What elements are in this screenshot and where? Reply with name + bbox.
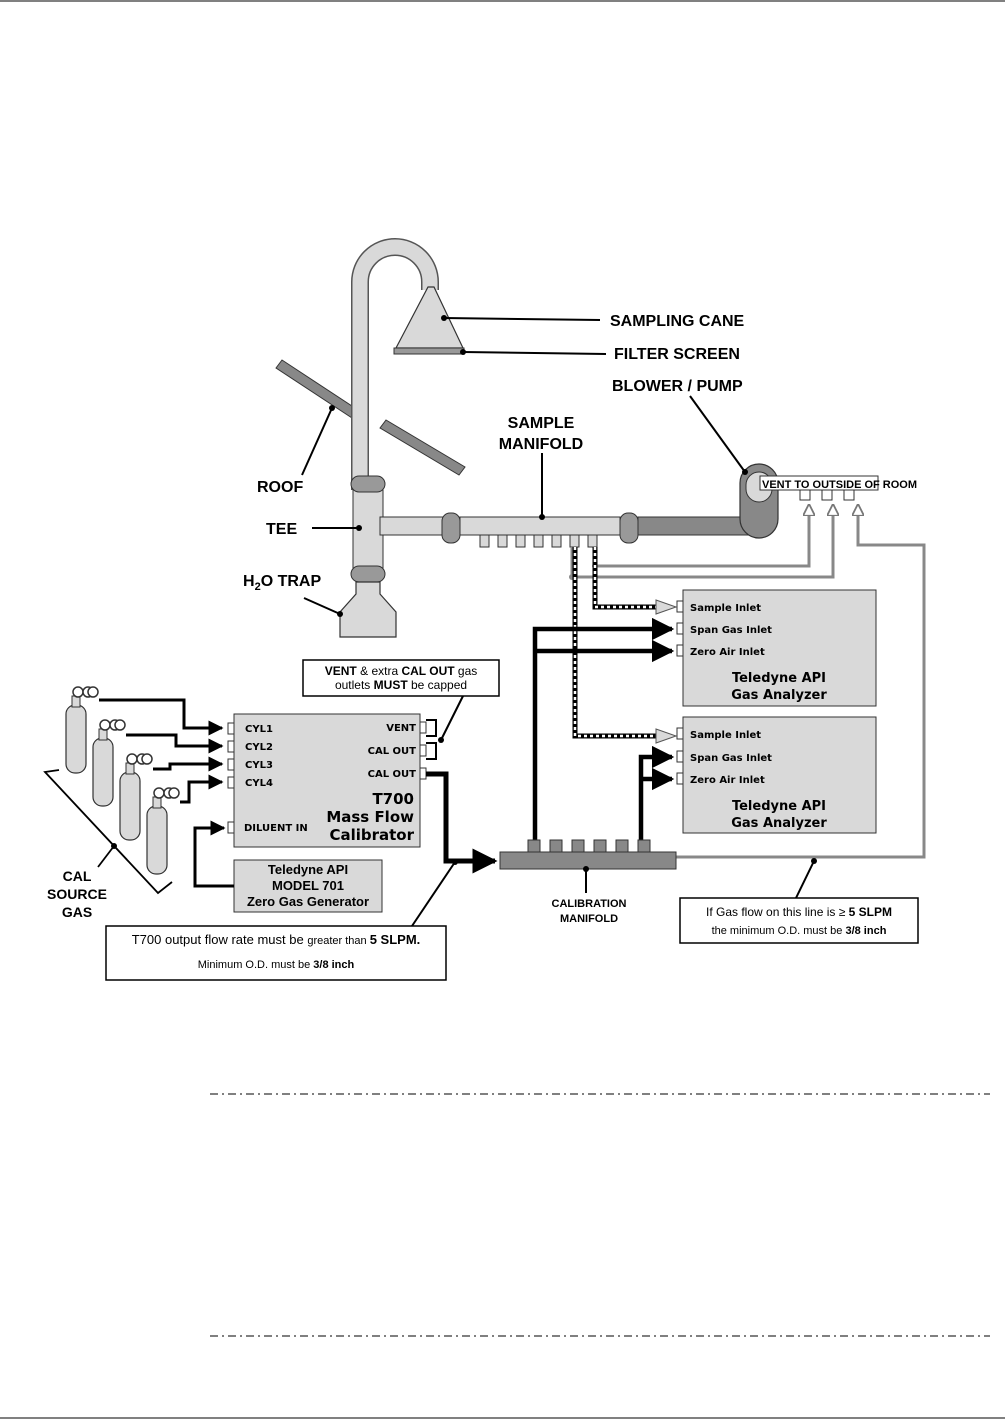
analyzer1-span-inlet: Span Gas Inlet bbox=[690, 625, 772, 636]
port-vent: VENT bbox=[386, 723, 416, 734]
gas-note-line-1: If Gas flow on this line is ≥ 5 SLPM bbox=[706, 905, 892, 919]
label-cal-1: CAL bbox=[63, 868, 92, 884]
blower-pump bbox=[739, 463, 879, 539]
gas-analyzer-1 bbox=[676, 589, 877, 707]
label-cal-2: SOURCE bbox=[47, 886, 107, 902]
analyzer2-sample-inlet: Sample Inlet bbox=[690, 730, 761, 741]
zero-gen-line-1: Teledyne API bbox=[268, 862, 348, 877]
port-cyl2: CYL2 bbox=[245, 742, 273, 753]
port-cyl4: CYL4 bbox=[245, 778, 273, 789]
cal-feed-lines bbox=[532, 617, 675, 845]
zero-gen-line-3: Zero Gas Generator bbox=[247, 894, 369, 909]
gas-analyzer-2 bbox=[676, 716, 877, 834]
analyzer1-zero-inlet: Zero Air Inlet bbox=[690, 647, 765, 658]
roof bbox=[275, 359, 466, 476]
label-cal-3: GAS bbox=[62, 904, 92, 920]
zero-gen-line-2: MODEL 701 bbox=[272, 878, 344, 893]
calibration-manifold bbox=[499, 839, 677, 870]
capped-note-line-1: VENT & extra CAL OUT gas bbox=[325, 664, 478, 678]
diluent-line bbox=[193, 820, 234, 888]
label-leaders bbox=[301, 317, 815, 927]
analyzer1-title-2: Gas Analyzer bbox=[731, 688, 827, 703]
label-sampling-cane: SAMPLING CANE bbox=[610, 313, 745, 330]
label-filter-screen: FILTER SCREEN bbox=[614, 346, 740, 363]
cal-cylinders bbox=[65, 686, 180, 875]
cal-out-line bbox=[426, 771, 498, 874]
gas-flow-note-box bbox=[679, 897, 919, 944]
label-calibration-manifold-2: MANIFOLD bbox=[560, 913, 618, 925]
sampling-cane bbox=[351, 238, 465, 490]
analyzer2-title-1: Teledyne API bbox=[732, 799, 826, 814]
label-calibration-manifold-1: CALIBRATION bbox=[552, 898, 627, 910]
calibrator-title-1: T700 bbox=[372, 790, 414, 808]
analyzer2-span-inlet: Span Gas Inlet bbox=[690, 753, 772, 764]
cylinder-bracket bbox=[43, 769, 173, 895]
capped-note-line-2: outlets MUST be capped bbox=[335, 678, 467, 692]
calibrator-title-3: Calibrator bbox=[329, 826, 414, 844]
label-roof: ROOF bbox=[257, 479, 303, 496]
label-sample-manifold-1: SAMPLE bbox=[508, 415, 575, 432]
analyzer1-sample-inlet: Sample Inlet bbox=[690, 603, 761, 614]
label-h2o-trap: H2O TRAP bbox=[243, 573, 321, 593]
label-tee: TEE bbox=[266, 521, 297, 538]
tee bbox=[350, 475, 446, 583]
label-sample-manifold-2: MANIFOLD bbox=[499, 436, 583, 453]
h2o-trap bbox=[339, 581, 397, 638]
analyzer2-title-2: Gas Analyzer bbox=[731, 816, 827, 831]
port-diluent-in: DILUENT IN bbox=[244, 823, 308, 834]
gas-note-line-2: the minimum O.D. must be 3/8 inch bbox=[712, 925, 887, 937]
filter-screen bbox=[393, 347, 465, 355]
capped-note-box bbox=[302, 659, 500, 697]
cylinder-lines bbox=[99, 698, 224, 804]
flow-note-line-1: T700 output flow rate must be greater th… bbox=[132, 932, 421, 947]
port-cyl1: CYL1 bbox=[245, 724, 273, 735]
zero-gas-generator bbox=[233, 859, 383, 913]
port-cyl3: CYL3 bbox=[245, 760, 273, 771]
flow-rate-note-box bbox=[105, 925, 447, 981]
calibrator-title-2: Mass Flow bbox=[326, 808, 414, 826]
sample-manifold bbox=[441, 512, 749, 548]
t700-calibrator bbox=[227, 713, 427, 848]
port-cal-out-2: CAL OUT bbox=[368, 769, 417, 780]
label-vent-outside: VENT TO OUTSIDE OF ROOM bbox=[762, 479, 917, 491]
analyzer2-zero-inlet: Zero Air Inlet bbox=[690, 775, 765, 786]
sample-lines bbox=[572, 547, 678, 744]
flow-note-line-2: Minimum O.D. must be 3/8 inch bbox=[198, 959, 355, 971]
analyzer1-title-1: Teledyne API bbox=[732, 671, 826, 686]
label-blower-pump: BLOWER / PUMP bbox=[612, 378, 743, 395]
port-cal-out-1: CAL OUT bbox=[368, 746, 417, 757]
